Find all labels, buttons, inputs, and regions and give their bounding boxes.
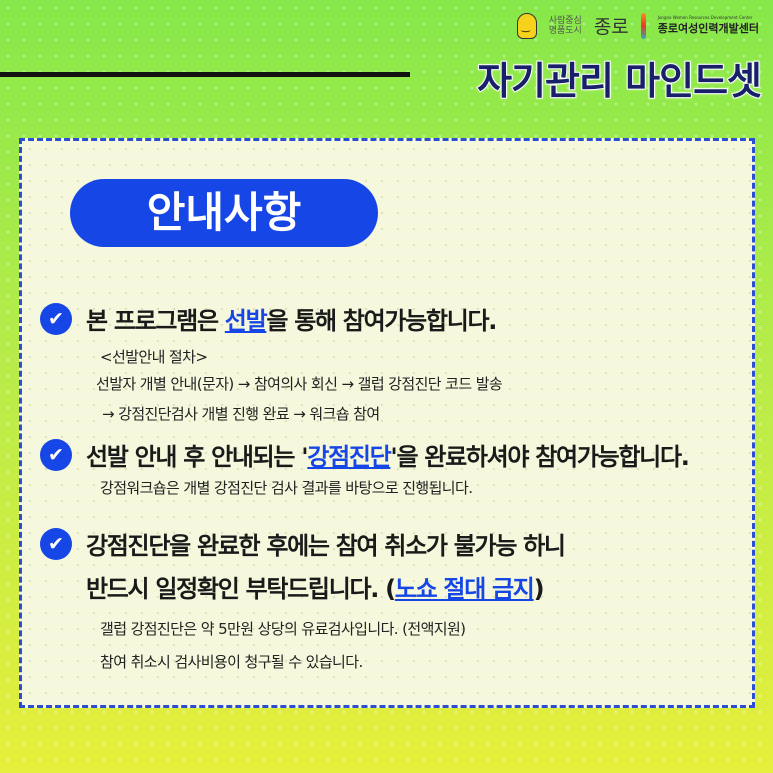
center-logo: Jongno Women Resources Development Cente… (658, 15, 759, 36)
item3-line1: 강점진단을 완료한 후에는 참여 취소가 불가능 하니 (86, 532, 566, 560)
item3-note1: 갤럽 강점진단은 약 5만원 상당의 유료검사입니다. (전액지원) (100, 620, 466, 638)
procedure-line1: 선발자 개별 안내(문자) → 참여의사 회신 → 갤럽 강점진단 코드 발송 (96, 375, 503, 393)
center-name: 종로여성인력개발센터 (657, 22, 759, 35)
notice-item-3: ✔ 강점진단을 완료한 후에는 참여 취소가 불가능 하니 (40, 526, 566, 561)
procedure-title: <선발안내 절차> (100, 348, 208, 366)
notice-item-1: ✔ 본 프로그램은 선발을 통해 참여가능합니다. (40, 301, 497, 336)
item1-text: 본 프로그램은 선발을 통해 참여가능합니다. (86, 307, 497, 335)
check-icon: ✔ (40, 302, 72, 335)
notice-item-2: ✔ 선발 안내 후 안내되는 '강점진단'을 완료하셔야 참여가능합니다. (40, 437, 690, 472)
check-icon: ✔ (40, 527, 72, 560)
item3-note2: 참여 취소시 검사비용이 청구될 수 있습니다. (100, 653, 363, 671)
check-icon: ✔ (40, 438, 72, 471)
no-show-link: 노쇼 절대 금지 (394, 575, 535, 603)
item2-text: 선발 안내 후 안내되는 '강점진단'을 완료하셔야 참여가능합니다. (86, 443, 690, 471)
item3-line2: 반드시 일정확인 부탁드립니다. (노쇼 절대 금지) (86, 575, 545, 603)
notice-box: 안내사항 ✔ 본 프로그램은 선발을 통해 참여가능합니다. <선발안내 절차>… (19, 138, 755, 708)
strength-test-link: 강점진단 (307, 443, 391, 471)
center-sub: Jongno Women Resources Development Cente… (657, 15, 753, 20)
header-line (0, 72, 410, 77)
slogan-line2: 명품도시 (548, 25, 582, 36)
slogan-line1: 사람중심 (548, 15, 582, 26)
selection-link: 선발 (224, 307, 268, 335)
center-logo-icon (640, 12, 646, 39)
jongno-logo: 종로 (593, 16, 629, 38)
page-title: 자기관리 마인드셋 (476, 58, 763, 104)
mascot-icon (516, 12, 537, 39)
notice-badge: 안내사항 (70, 179, 378, 247)
item2-note: 강점워크숍은 개별 강점진단 검사 결과를 바탕으로 진행됩니다. (100, 479, 473, 497)
procedure-line2: → 강점진단검사 개별 진행 완료 → 워크숍 참여 (102, 405, 380, 423)
